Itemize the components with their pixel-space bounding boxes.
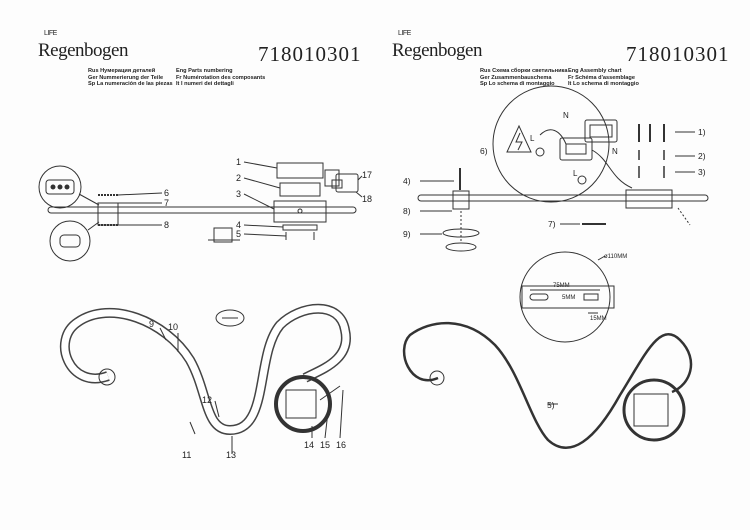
dimension-zoom-circle <box>519 251 611 343</box>
cap-detail <box>59 234 81 248</box>
lamp-end-cap <box>98 368 116 386</box>
part-label: 11 <box>182 450 191 460</box>
part-label: 2 <box>236 173 241 183</box>
step-label: 5) <box>547 400 555 410</box>
terminal-block <box>335 173 359 193</box>
canopy-box <box>625 189 673 209</box>
wiring-zoom-circle <box>492 85 610 203</box>
part-label: 1 <box>236 157 241 167</box>
step-label: 6) <box>480 146 488 156</box>
driver-plate <box>282 224 318 231</box>
part-label: 12 <box>202 395 212 405</box>
step-label: 3) <box>698 167 706 177</box>
wire-label: L <box>530 134 535 143</box>
part-label: 13 <box>226 450 236 460</box>
connector-5 <box>213 227 233 243</box>
part-label: 7 <box>164 198 169 208</box>
brand-logo: LIFE Regenbogen <box>392 30 482 61</box>
part-label: 5 <box>236 229 241 239</box>
terminal-clip <box>331 179 343 189</box>
socket-hole <box>64 184 70 190</box>
zoom-circle-socket <box>38 165 82 209</box>
dimension-label: 75MM <box>553 283 570 289</box>
socket-hole <box>57 184 63 190</box>
canopy-driver <box>633 393 669 427</box>
canopy-driver <box>285 389 317 419</box>
part-label: 3 <box>236 189 241 199</box>
dimension-label: ø110MM <box>604 254 627 260</box>
dimension-label: 5MM <box>562 295 575 301</box>
step-label: 8) <box>403 206 411 216</box>
left-header: LIFE Regenbogen 718010301 Rus Нумерация … <box>38 30 368 90</box>
socket-detail <box>45 179 75 195</box>
lightning-bolt-icon <box>515 132 523 151</box>
step-label: 4) <box>403 176 411 186</box>
part-label: 4 <box>236 220 241 230</box>
part-label: 15 <box>320 440 330 450</box>
wire-labels: N L N L <box>530 111 618 178</box>
mounting-plate <box>279 182 321 197</box>
electric-warning-icon <box>506 124 532 153</box>
part-label: 8 <box>164 220 169 230</box>
canopy-screw-hole <box>297 208 303 214</box>
step-label: 9) <box>403 229 411 239</box>
step-label: 1) <box>698 127 706 137</box>
bracket-inner <box>589 124 613 138</box>
right-header: LIFE Regenbogen 718010301 Rus Схема сбор… <box>392 30 729 90</box>
part-label: 14 <box>304 440 314 450</box>
brand-logo: LIFE Regenbogen <box>38 30 128 61</box>
right-step-labels: 1) 2) 3) 4) 5) 6) 7) 8) 9) <box>403 127 706 410</box>
holder-step-8 <box>452 190 470 210</box>
part-label: 6 <box>164 188 169 198</box>
round-canopy <box>274 375 332 433</box>
callout-line <box>78 193 100 206</box>
round-canopy <box>622 378 686 442</box>
dimension-label: 15MM <box>590 316 607 322</box>
part-label: 17 <box>362 170 372 180</box>
canopy-top <box>276 162 324 179</box>
part-label: 10 <box>168 322 178 332</box>
wire-label: L <box>573 169 578 178</box>
doc-number: 718010301 <box>626 42 730 66</box>
speech-bubble <box>215 309 245 327</box>
bracket-17 <box>324 169 340 187</box>
terminal-screws <box>565 143 587 155</box>
part-label: 18 <box>362 194 372 204</box>
step-label: 7) <box>548 219 556 229</box>
zoom-circle-cap <box>49 220 91 262</box>
slot-left <box>529 293 549 301</box>
doc-number: 718010301 <box>258 42 362 66</box>
ground-symbol-icon <box>535 147 545 157</box>
part-label: 9 <box>149 319 154 329</box>
left-part-labels: 1 2 3 4 5 6 7 8 9 10 11 12 13 14 15 16 1… <box>149 157 372 460</box>
bar-profile <box>47 206 357 214</box>
callout-line <box>87 221 100 231</box>
part-label: 16 <box>336 440 346 450</box>
bar-profile <box>417 194 709 202</box>
caption-block: Rus Нумерация деталей Eng Parts numberin… <box>88 68 266 88</box>
plate-profile <box>521 285 615 309</box>
left-parts-diagram <box>38 161 363 454</box>
s-shaped-lamp-inner <box>61 305 350 434</box>
ground-symbol-icon <box>577 175 587 185</box>
terminal-block <box>559 137 593 161</box>
socket-hole <box>50 184 56 190</box>
disc-step-9 <box>445 242 477 252</box>
mounting-bracket <box>584 119 618 143</box>
lamp-end-cap <box>429 370 445 386</box>
step-label: 2) <box>698 151 706 161</box>
dimension-labels: ø110MM 75MM 5MM 15MM <box>553 254 627 322</box>
caption-block: Rus Схема сборки светильника Eng Assembl… <box>480 68 639 88</box>
wire-label: N <box>612 147 618 156</box>
wire-label: N <box>563 111 569 120</box>
slot-right <box>583 293 599 301</box>
canopy-base <box>273 200 327 223</box>
s-shaped-lamp-outline <box>402 321 693 449</box>
right-assembly-diagram <box>402 85 709 449</box>
bar-holder <box>97 202 119 226</box>
